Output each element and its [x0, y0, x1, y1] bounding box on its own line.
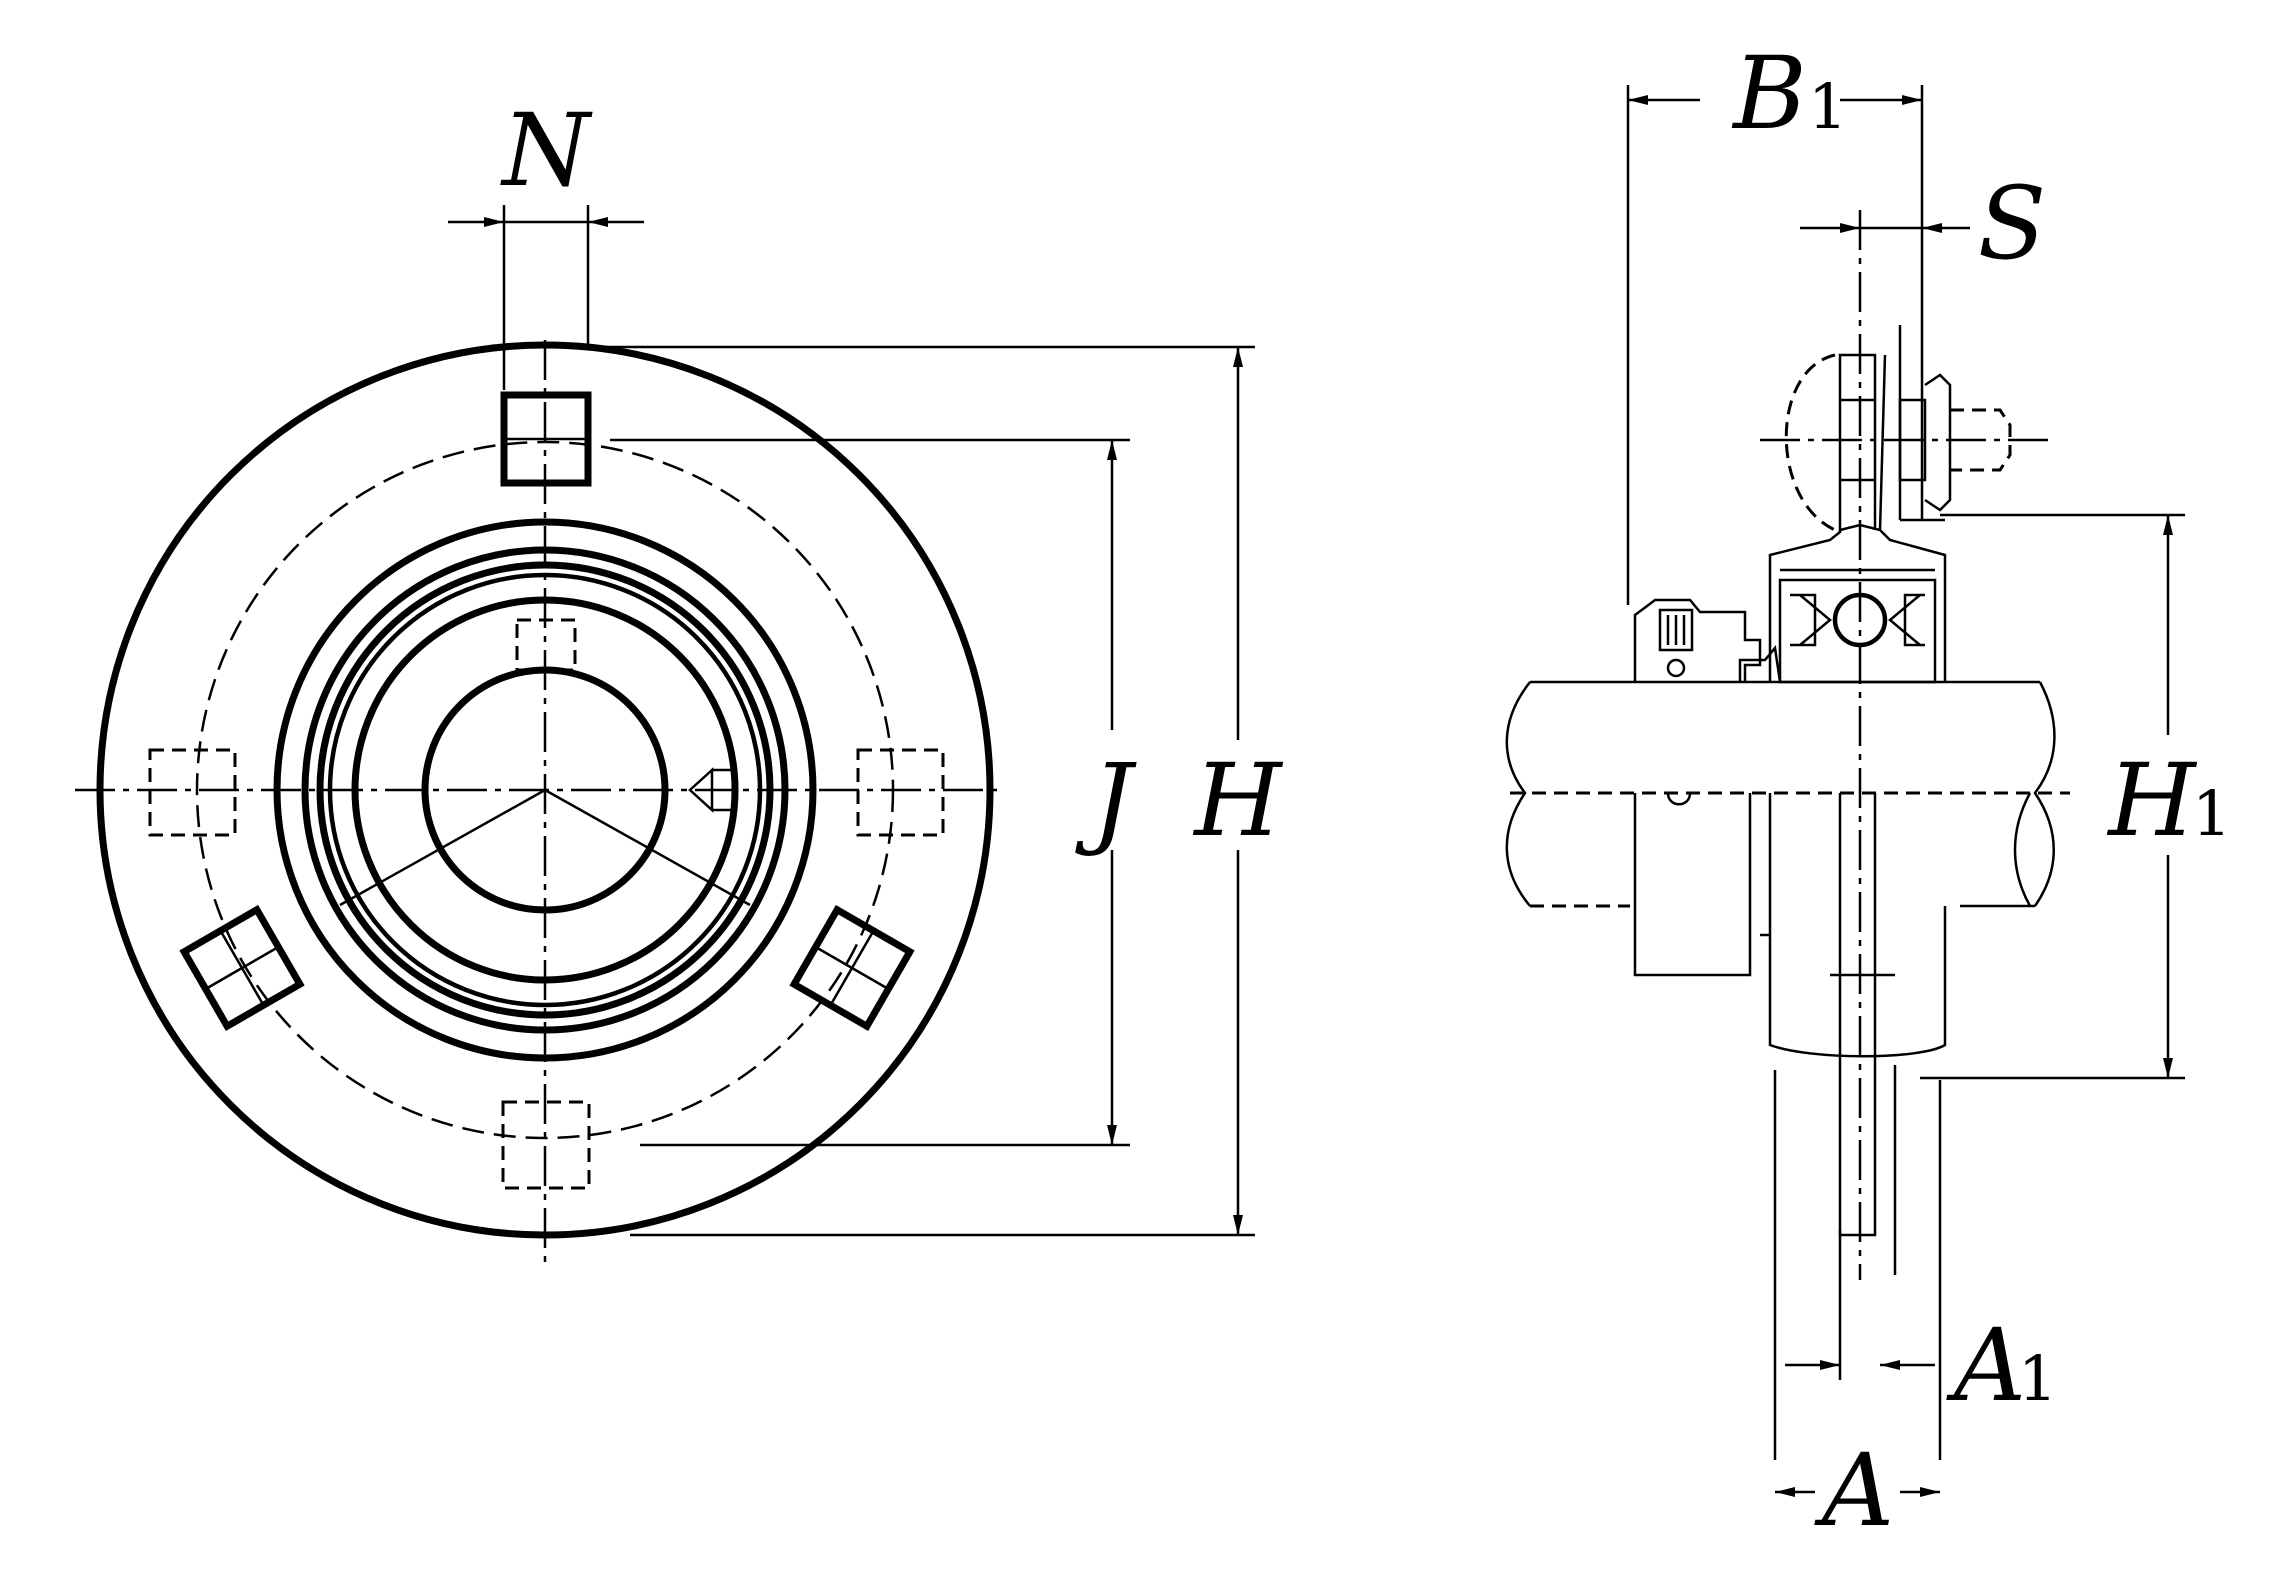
- locking-collar: [1633, 598, 1762, 682]
- bearing-outer-race: [1778, 578, 1937, 684]
- bolt-pitch-circle: [195, 440, 895, 1140]
- bolt-washer: [1898, 398, 1927, 482]
- label-b1-main: B: [1731, 35, 1807, 152]
- label-a1-main: A: [1946, 1307, 2026, 1424]
- collar-screw-tip: [1666, 658, 1686, 678]
- bearing-inner-ring: [351, 596, 739, 984]
- bearing-housing-top: [1768, 523, 1947, 682]
- set-screw-notch: [688, 767, 735, 813]
- seal-right: [1903, 593, 1925, 647]
- label-h1-main: H: [2106, 742, 2197, 859]
- label-a1-sub: 1: [2018, 1342, 2057, 1415]
- label-n: N: [500, 92, 593, 209]
- label-b1-sub: 1: [1808, 70, 1847, 143]
- seal-left: [1790, 593, 1817, 647]
- housing-ring-2: [301, 546, 789, 1034]
- housing-outer-ring: [273, 518, 817, 1062]
- bearing-ring-3: [327, 572, 763, 1008]
- bearing-ball: [1832, 592, 1888, 648]
- radial-line-left: [339, 788, 546, 907]
- radial-line-right: [544, 788, 751, 907]
- hidden-right-bolt: [856, 748, 945, 837]
- front-view: N J H: [75, 92, 1283, 1265]
- seal-lip-left: [1799, 594, 1832, 646]
- lower-left-bolt-hole: [179, 904, 305, 1032]
- nut: [1924, 373, 1952, 512]
- hidden-top-inner: [515, 618, 577, 672]
- collar-lower-hole: [1666, 792, 1692, 806]
- flange-plate-top-left: [1838, 353, 1877, 532]
- label-h: H: [1192, 742, 1283, 859]
- label-j: J: [1075, 742, 1137, 859]
- flange-plate-top-right: [1878, 354, 1887, 531]
- inner-ring-extension: [1738, 645, 1782, 683]
- seal-lip-right: [1888, 594, 1921, 646]
- label-a: A: [1814, 1432, 1894, 1549]
- shaft-break-right: [2033, 681, 2056, 907]
- label-s: S: [1978, 165, 2047, 282]
- hidden-left-bolt: [148, 748, 237, 837]
- flange-outer-circle: [96, 341, 994, 1239]
- collar-screw-head: [1658, 608, 1694, 652]
- bolt-hidden-arc: [1784, 353, 1836, 532]
- shaft-break-left: [1505, 681, 1531, 907]
- side-view: B 1 S H 1 A 1 A: [1505, 35, 2231, 1549]
- bearing-outer-ring: [316, 561, 774, 1019]
- shaft-break-right-inner: [2013, 792, 2032, 907]
- label-h1-sub: 1: [2192, 777, 2231, 850]
- housing-lower: [1768, 793, 1947, 1058]
- collar-lower: [1633, 793, 1752, 977]
- lower-right-bolt-hole: [789, 904, 915, 1032]
- flange-plate-lower: [1838, 793, 1877, 1237]
